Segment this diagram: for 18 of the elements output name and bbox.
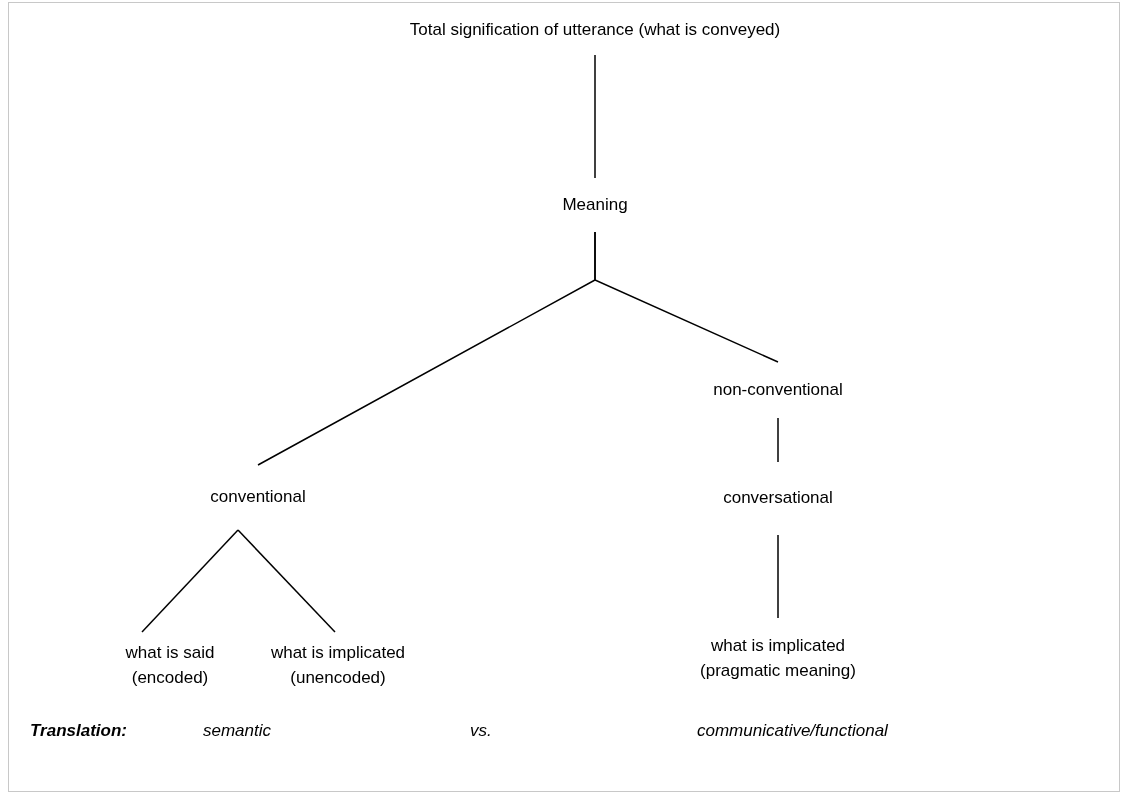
column-label: communicative/functional [697,720,888,742]
node-label: what is implicated (pragmatic meaning) [699,635,857,682]
connector-line [594,54,596,179]
node-label: what is said (encoded) [124,642,216,689]
column-label: vs. [470,720,492,742]
connector-line [594,231,779,363]
node-label: Meaning [562,193,628,216]
column-label: semantic [203,720,272,742]
node-label: what is implicated (unencoded) [269,642,407,689]
node-label: non-conventional [713,378,843,401]
connector-line [141,529,239,633]
node-label: Total signification of utterance (what is conveyed) [409,18,781,41]
connector-line [777,417,779,463]
row-heading: Translation: [30,720,127,742]
connector-line [777,534,779,619]
node-label: conversational [723,487,833,510]
connector-line [237,529,336,633]
node-label: conventional [210,486,306,509]
